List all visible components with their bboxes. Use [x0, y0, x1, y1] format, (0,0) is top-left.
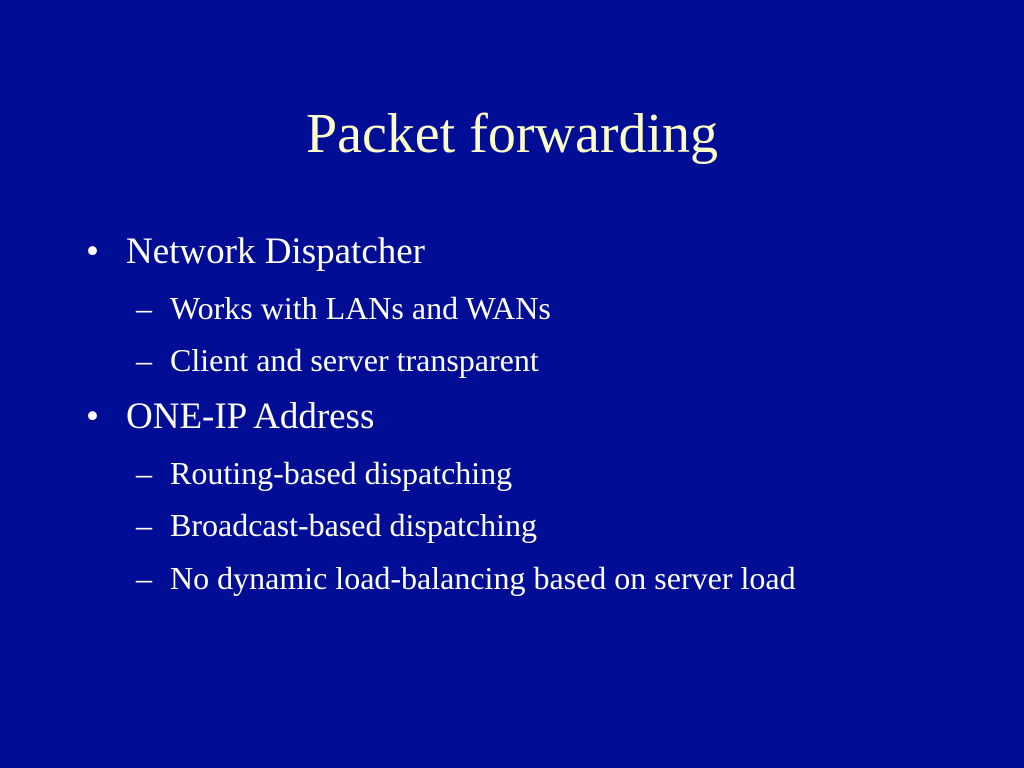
dash-marker: – — [136, 507, 152, 543]
sub-bullet-text: No dynamic load-balancing based on serve… — [170, 560, 796, 596]
sub-bullet-item: – Broadcast-based dispatching — [136, 507, 537, 543]
bullet-item: • Network Dispatcher — [86, 231, 425, 273]
sub-bullet-item: – Client and server transparent — [136, 342, 539, 378]
sub-bullet-text: Client and server transparent — [170, 342, 539, 378]
dash-marker: – — [136, 342, 152, 378]
dash-marker: – — [136, 290, 152, 326]
dash-marker: – — [136, 560, 152, 596]
sub-bullet-text: Works with LANs and WANs — [170, 290, 551, 326]
bullet-text: Network Dispatcher — [126, 231, 425, 272]
bullet-item: • ONE-IP Address — [86, 396, 375, 438]
bullet-marker: • — [86, 396, 99, 437]
sub-bullet-text: Routing-based dispatching — [170, 455, 513, 491]
sub-bullet-item: – Routing-based dispatching — [136, 455, 513, 491]
bullet-marker: • — [86, 231, 99, 272]
dash-marker: – — [136, 455, 152, 491]
sub-bullet-item: – No dynamic load-balancing based on ser… — [136, 560, 890, 596]
sub-bullet-item: – Works with LANs and WANs — [136, 290, 551, 326]
bullet-text: ONE-IP Address — [126, 396, 375, 437]
sub-bullet-text: Broadcast-based dispatching — [170, 507, 537, 543]
slide-title: Packet forwarding — [305, 103, 719, 165]
